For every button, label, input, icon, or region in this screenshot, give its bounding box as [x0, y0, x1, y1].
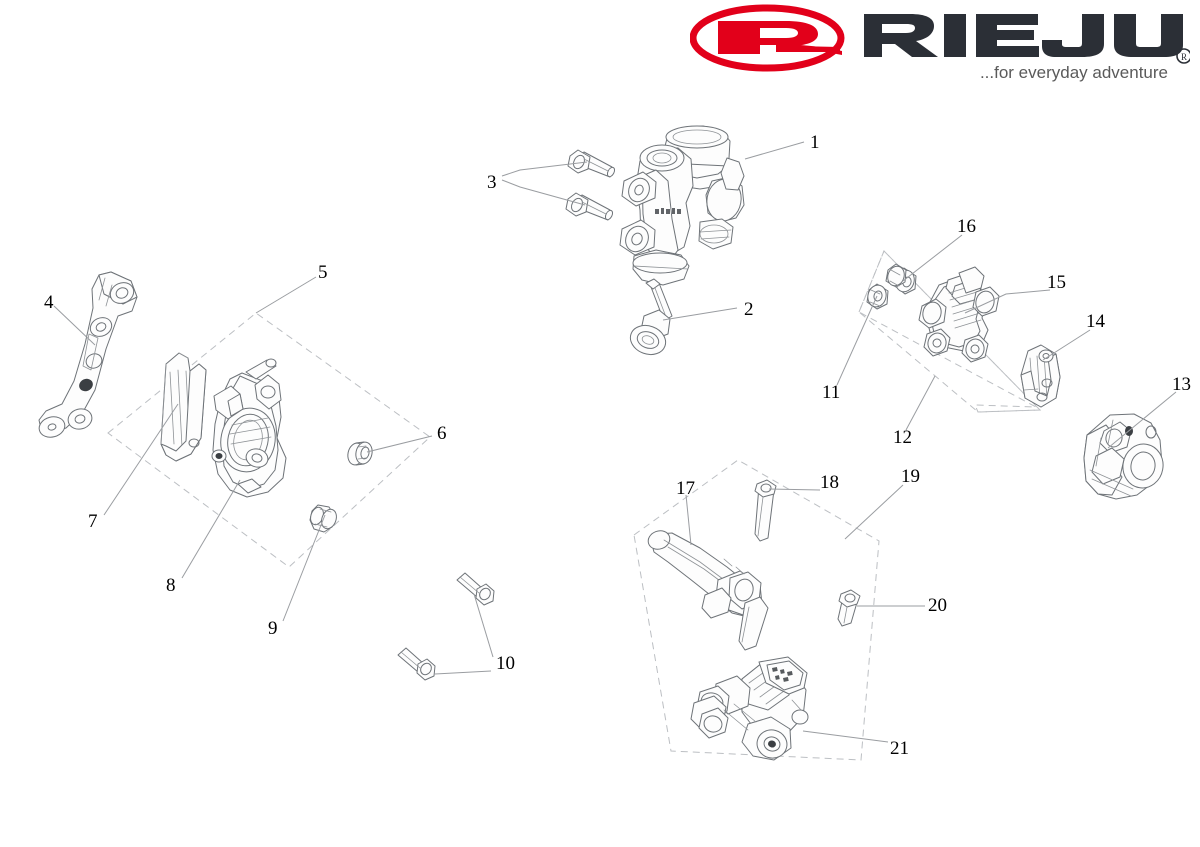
callout-label-7[interactable]: 7 — [88, 511, 98, 532]
rear-brake-group-outline — [858, 250, 1042, 413]
part-8-front-caliper-body — [211, 358, 287, 498]
callout-label-10[interactable]: 10 — [496, 653, 515, 674]
callout-label-13[interactable]: 13 — [1172, 374, 1191, 395]
callout-label-21[interactable]: 21 — [890, 738, 909, 759]
callout-label-16[interactable]: 16 — [957, 216, 976, 237]
front-master-cylinder-group-outline — [633, 459, 880, 761]
rieju-logo-svg: R ...for everyday adventure — [690, 4, 1190, 82]
callout-label-11[interactable]: 11 — [822, 382, 841, 403]
part-7-front-brake-pads — [160, 352, 207, 462]
callout-label-18[interactable]: 18 — [820, 472, 839, 493]
part-6-slide-bushing — [347, 441, 373, 466]
callout-label-8[interactable]: 8 — [166, 575, 176, 596]
part-3-master-cylinder-bolts — [565, 149, 616, 221]
callout-label-2[interactable]: 2 — [744, 299, 754, 320]
callout-label-4[interactable]: 4 — [44, 292, 54, 313]
rieju-logo: R ...for everyday adventure — [690, 4, 1190, 84]
svg-text:R: R — [1181, 52, 1187, 62]
part-10-caliper-mounting-bolts — [397, 572, 495, 681]
part-13-rear-caliper-bracket — [1083, 413, 1164, 500]
callout-label-14[interactable]: 14 — [1086, 311, 1105, 332]
part-15-rear-caliper-body — [918, 266, 1000, 363]
rieju-wordmark — [864, 14, 1183, 57]
part-4-front-caliper-bracket — [38, 271, 138, 438]
callout-label-12[interactable]: 12 — [893, 427, 912, 448]
part-9-caliper-guide-pin — [309, 504, 337, 533]
rieju-emblem-icon — [690, 4, 845, 72]
callout-leader-lines — [53, 141, 1177, 743]
part-20-lever-pivot-pin — [837, 589, 861, 627]
part-14-rear-brake-pads — [1020, 344, 1061, 408]
callout-label-17[interactable]: 17 — [676, 478, 695, 499]
part-1-rear-master-cylinder — [619, 125, 745, 286]
callout-label-5[interactable]: 5 — [318, 262, 328, 283]
callout-label-3[interactable]: 3 — [487, 172, 497, 193]
callout-label-19[interactable]: 19 — [901, 466, 920, 487]
part-18-lever-pivot-bolt — [754, 479, 777, 542]
registered-trademark-icon: R — [1176, 48, 1190, 64]
part-21-front-master-cylinder — [690, 656, 809, 761]
part-16-rear-caliper-bolt — [885, 263, 917, 295]
part-2-rear-brake-push-rod — [629, 278, 673, 356]
part-17-front-brake-lever — [647, 530, 769, 651]
callout-label-9[interactable]: 9 — [268, 618, 278, 639]
callout-label-1[interactable]: 1 — [810, 132, 820, 153]
callout-label-6[interactable]: 6 — [437, 423, 447, 444]
rieju-tagline: ...for everyday adventure — [980, 63, 1168, 82]
callout-label-15[interactable]: 15 — [1047, 272, 1066, 293]
callout-label-20[interactable]: 20 — [928, 595, 947, 616]
